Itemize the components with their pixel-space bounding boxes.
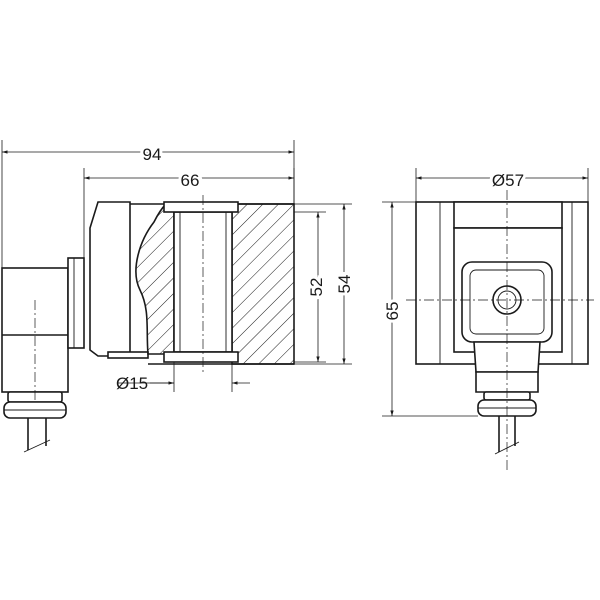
dimension-outer-height: 54 — [294, 203, 357, 365]
dimension-overall-width: 94 — [1, 140, 295, 268]
dim-label-65: 65 — [383, 302, 402, 321]
dim-label-94: 94 — [143, 145, 162, 164]
dim-label-54: 54 — [335, 275, 354, 294]
dimension-body-width: 66 — [83, 168, 295, 258]
side-view: 94 66 Ø15 52 5 — [1, 140, 357, 453]
dim-label-front-diameter: Ø57 — [492, 171, 524, 190]
front-view: Ø57 65 — [380, 168, 594, 470]
coil-section — [34, 195, 295, 400]
housing-cap — [89, 201, 149, 359]
dim-label-52: 52 — [307, 278, 326, 297]
dimension-bore-diameter: Ø15 — [116, 362, 250, 393]
dim-label-bore: Ø15 — [116, 374, 148, 393]
dim-label-66: 66 — [181, 171, 200, 190]
dimension-front-diameter: Ø57 — [415, 168, 589, 202]
connector-housing — [1, 257, 85, 453]
dimension-front-height: 65 — [380, 201, 478, 417]
dimension-inner-height: 52 — [294, 211, 329, 363]
